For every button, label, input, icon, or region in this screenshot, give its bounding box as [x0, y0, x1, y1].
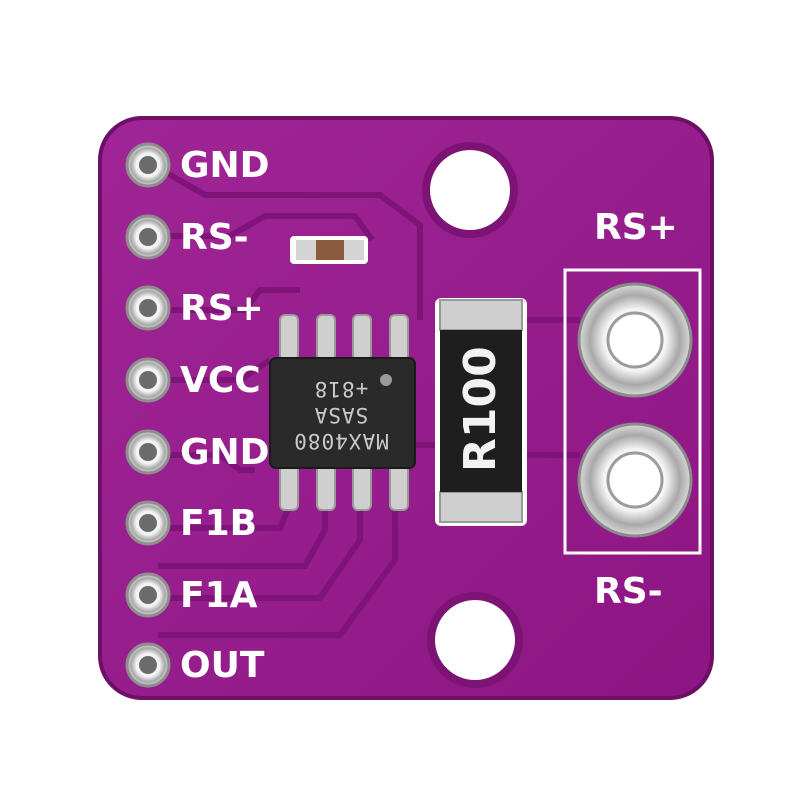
shunt-resistor — [435, 298, 527, 526]
pin-label-f1b: F1B — [180, 503, 258, 544]
chip-marking-line2: SASA — [313, 403, 369, 427]
mounting-holes — [422, 142, 523, 688]
terminal-label-rs-plus: RS+ — [594, 207, 678, 248]
terminal-label-rs-minus: RS- — [594, 571, 663, 612]
ic-body — [269, 357, 416, 469]
pin-label-gnd-1: GND — [180, 145, 270, 186]
copper-traces — [156, 165, 580, 638]
terminal-pads — [577, 282, 693, 538]
pin-label-f1a: F1A — [180, 575, 258, 616]
pin-label-vcc: VCC — [180, 360, 261, 401]
pin-label-rs-minus: RS- — [180, 217, 249, 258]
chip-marking-line3: +818 — [313, 377, 369, 401]
pin-label-gnd-2: GND — [180, 432, 270, 473]
terminal-outline — [563, 268, 702, 555]
chip-marking-line1: MAX4080 — [293, 429, 389, 453]
pin-label-out: OUT — [180, 645, 265, 686]
capacitor — [290, 236, 368, 264]
ic-legs — [279, 314, 409, 511]
header-pads — [125, 142, 171, 688]
pin-label-rs-plus: RS+ — [180, 288, 264, 329]
resistor-marking: R100 — [455, 346, 506, 472]
